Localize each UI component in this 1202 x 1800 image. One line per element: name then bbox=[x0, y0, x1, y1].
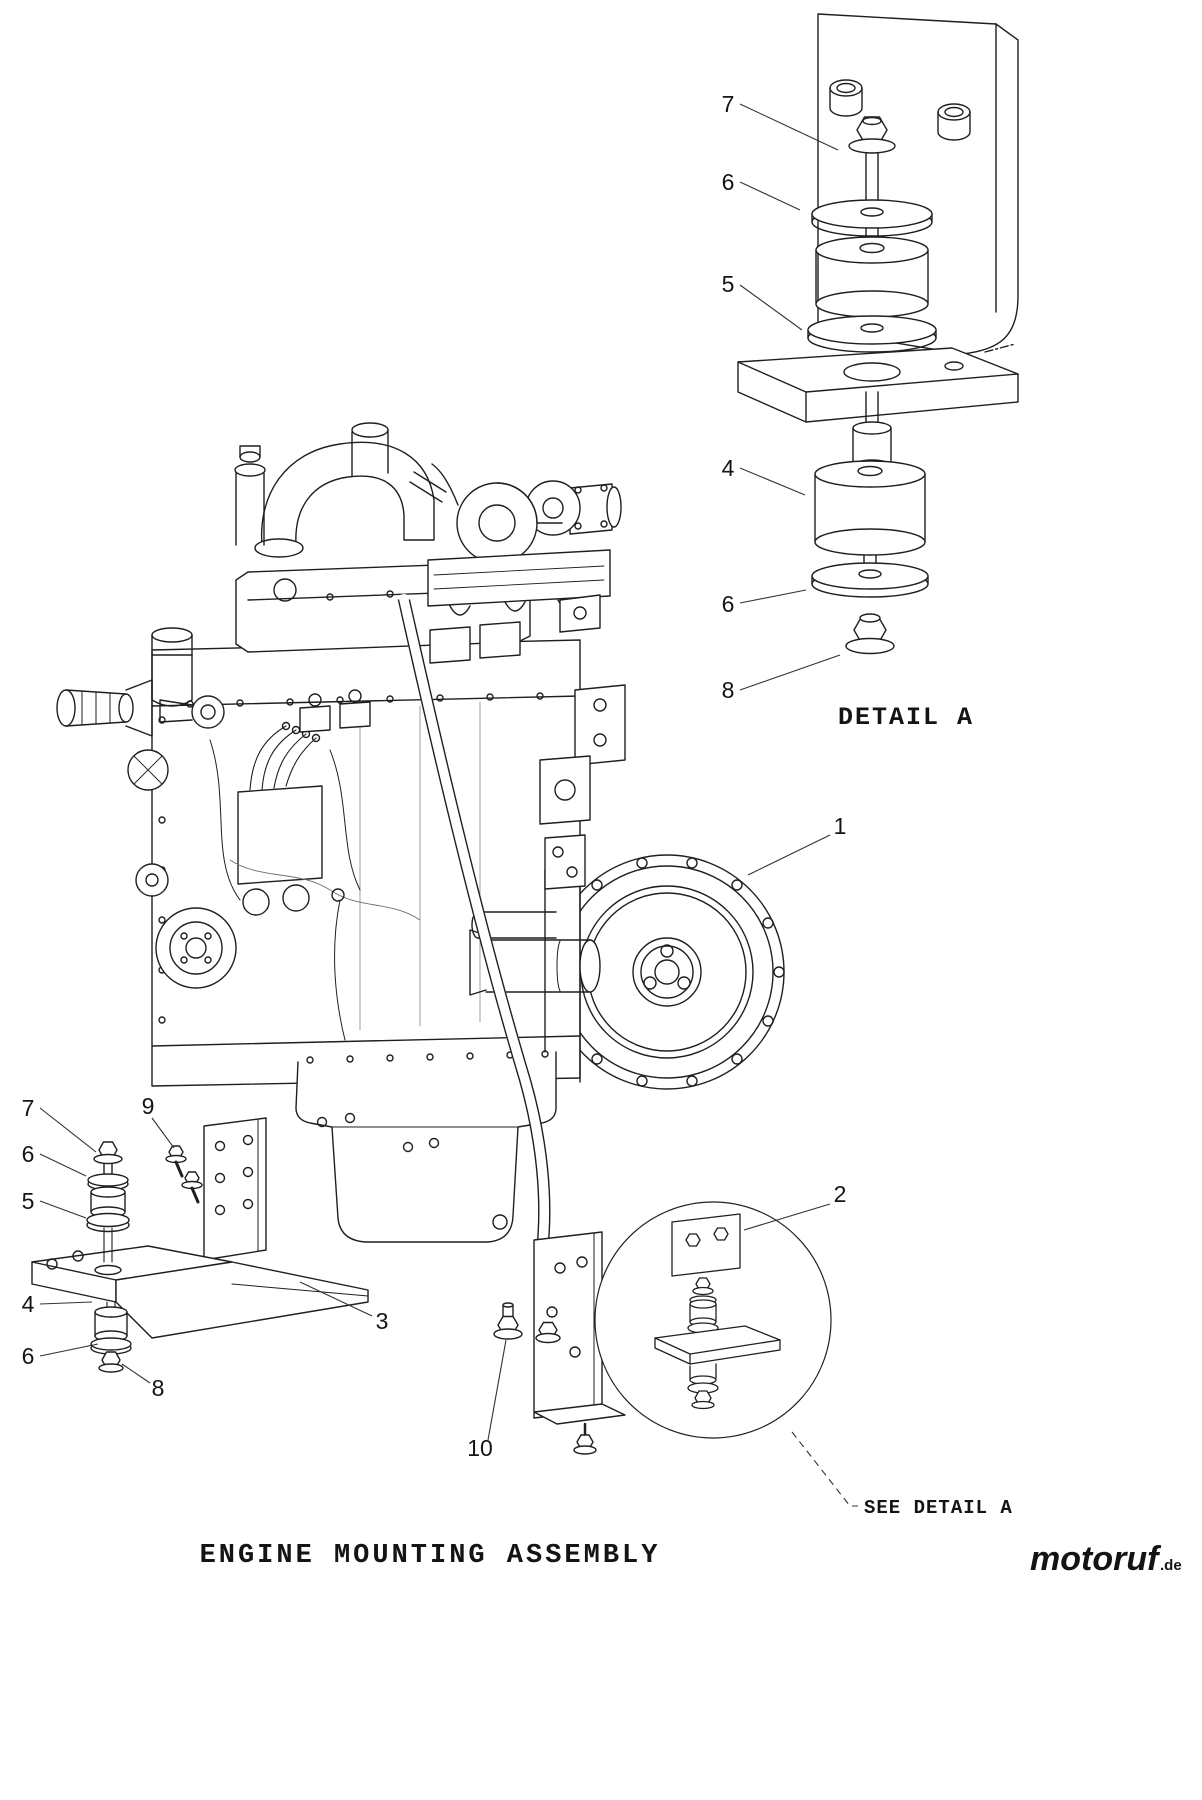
hex-flange-bolt-icon bbox=[165, 1145, 203, 1204]
callout-5: 5 bbox=[722, 271, 735, 297]
leader-lines bbox=[39, 103, 858, 1507]
motoruf-logo[interactable]: motoruf .de bbox=[1030, 1540, 1182, 1578]
callout-6: 6 bbox=[22, 1343, 35, 1369]
see-detail-label: SEE DETAIL A bbox=[864, 1497, 1013, 1519]
diagram-caption: ENGINE MOUNTING ASSEMBLY bbox=[200, 1541, 661, 1571]
bolt-holes bbox=[214, 1134, 254, 1216]
flywheel-housing bbox=[549, 854, 785, 1090]
crank-pulley bbox=[135, 863, 237, 989]
callout-3: 3 bbox=[376, 1308, 389, 1334]
drain-hose bbox=[397, 594, 551, 1260]
alternator bbox=[127, 749, 169, 791]
motoruf-logo-text[interactable]: motoruf bbox=[1030, 1540, 1162, 1578]
washer-icon bbox=[811, 562, 929, 598]
mount-bolts bbox=[316, 1112, 440, 1153]
exhaust-manifold bbox=[427, 549, 611, 633]
flange-bolt-icon bbox=[535, 1321, 561, 1344]
turbocharger bbox=[431, 463, 622, 596]
detail-a-label: DETAIL A bbox=[838, 703, 974, 732]
isolator-icon bbox=[815, 236, 929, 318]
callout-7: 7 bbox=[22, 1095, 35, 1121]
callout-numbers: 7 6 5 4 6 8 1 7 9 6 5 4 6 8 3 10 2 bbox=[22, 91, 847, 1461]
upper-fastener-stack bbox=[86, 1141, 130, 1263]
engine-illustration bbox=[56, 422, 785, 1260]
flange-bolt-icon bbox=[848, 116, 896, 209]
bushing-icon bbox=[937, 103, 971, 141]
washer-icon bbox=[811, 199, 933, 237]
callout-2: 2 bbox=[834, 1181, 847, 1207]
callout-10: 10 bbox=[467, 1435, 493, 1461]
callout-7: 7 bbox=[722, 91, 735, 117]
middle-bracket bbox=[493, 1231, 626, 1455]
labels: DETAIL A SEE DETAIL A ENGINE MOUNTING AS… bbox=[200, 703, 1013, 1571]
pto-shaft-stub bbox=[56, 679, 153, 737]
washer-icon bbox=[807, 315, 937, 353]
motoruf-logo-tld[interactable]: .de bbox=[1160, 1557, 1182, 1574]
callout-4: 4 bbox=[22, 1291, 35, 1317]
detail-balloon bbox=[594, 1201, 832, 1439]
callout-8: 8 bbox=[152, 1375, 165, 1401]
callout-1: 1 bbox=[834, 813, 847, 839]
callout-6: 6 bbox=[22, 1141, 35, 1167]
detail-a-fastener-stack bbox=[807, 116, 937, 655]
bolt-holes bbox=[306, 1050, 549, 1064]
lower-fastener-stack bbox=[90, 1301, 132, 1373]
isolator-icon bbox=[814, 460, 926, 556]
flange-bolt-icon bbox=[493, 1302, 523, 1340]
callout-6: 6 bbox=[722, 591, 735, 617]
mount-bracket-assembly bbox=[31, 1117, 369, 1373]
detail-a-bracket bbox=[737, 13, 1019, 423]
bolt-holes bbox=[549, 857, 785, 1087]
detail-a-view bbox=[737, 13, 1019, 655]
oil-pan bbox=[295, 1050, 557, 1243]
injection-pump bbox=[209, 689, 421, 1041]
see-detail-leader bbox=[791, 1431, 858, 1507]
bushing-icon bbox=[829, 79, 863, 117]
balloon-bracket bbox=[654, 1213, 781, 1410]
callout-4: 4 bbox=[722, 455, 735, 481]
water-outlet bbox=[159, 695, 225, 729]
callout-9: 9 bbox=[142, 1093, 155, 1119]
flange-nut-icon bbox=[845, 613, 895, 655]
intake-elbow-pipe bbox=[234, 422, 447, 558]
engine-block bbox=[151, 639, 626, 1087]
callout-5: 5 bbox=[22, 1188, 35, 1214]
callout-6: 6 bbox=[722, 169, 735, 195]
callout-8: 8 bbox=[722, 677, 735, 703]
